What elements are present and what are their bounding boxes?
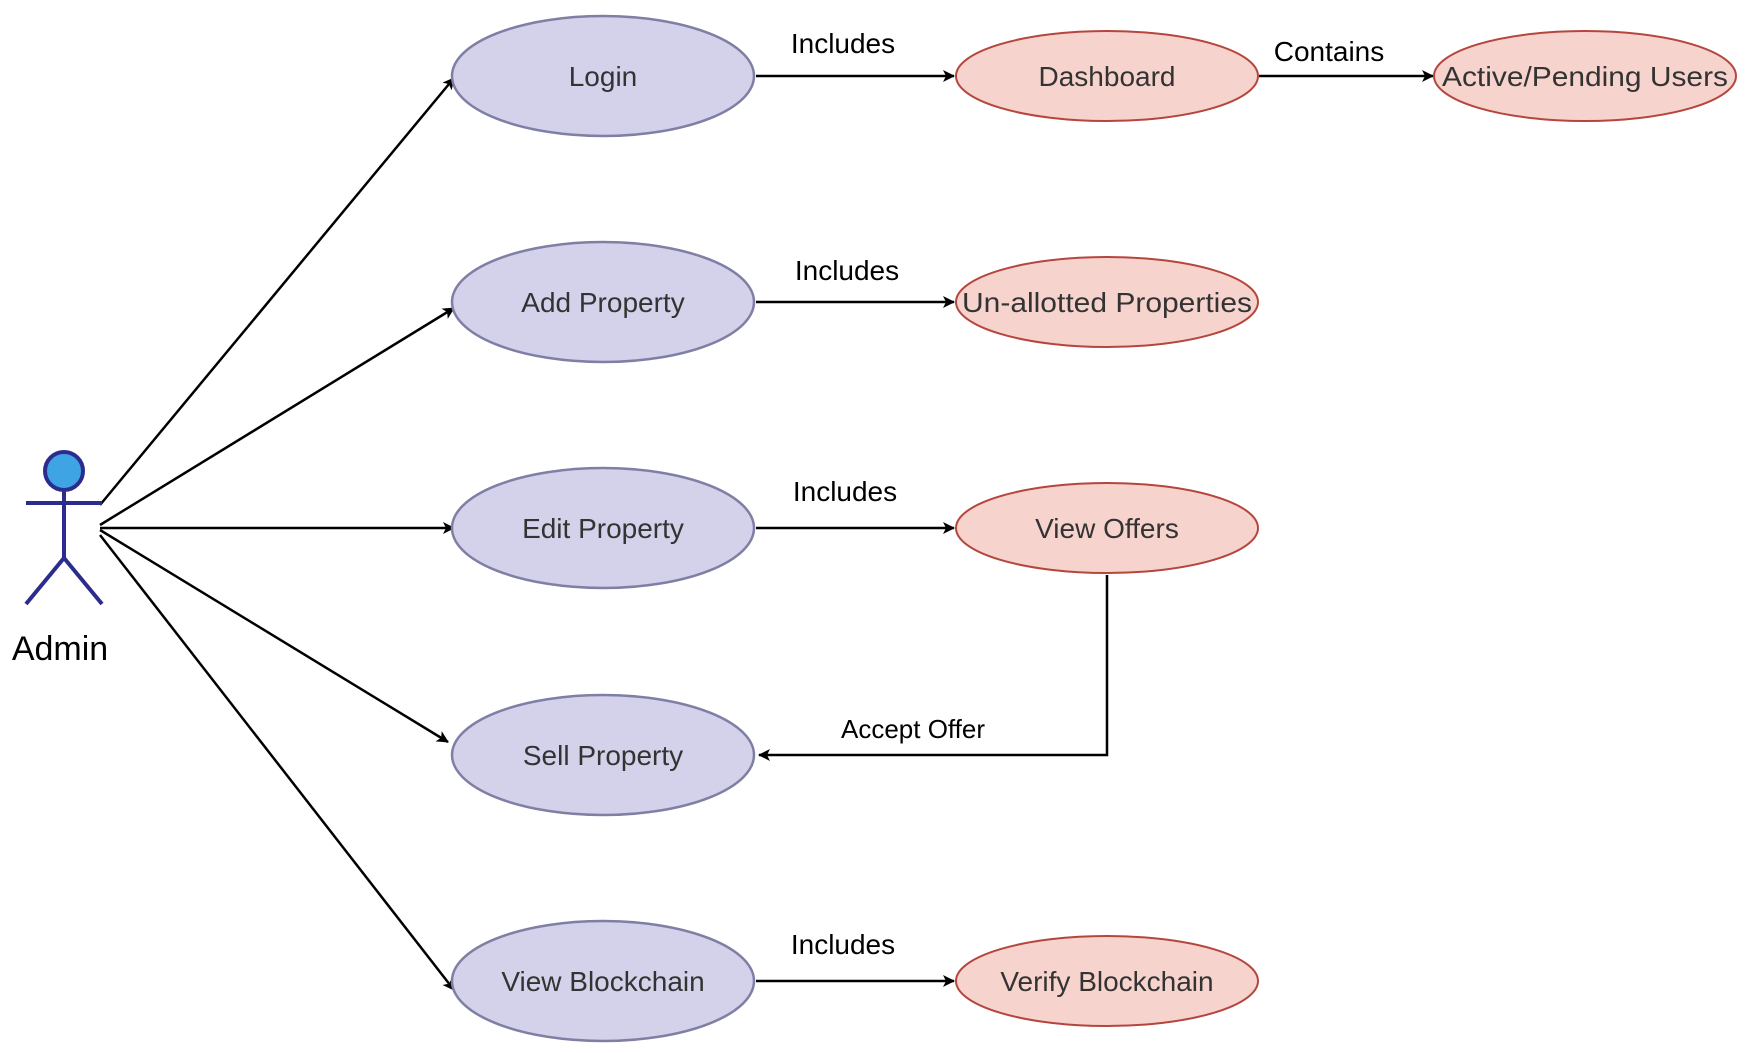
- feature-unallotted-properties[interactable]: Un-allotted Properties: [955, 256, 1259, 348]
- edge-labels: Includes Contains Includes Includes Acce…: [791, 28, 1384, 960]
- use-case-view-blockchain-shape: [450, 919, 756, 1043]
- use-case-edit-property-shape: [450, 466, 756, 590]
- edge-label-dashboard-active-pending: Contains: [1274, 36, 1385, 67]
- edge-label-view-offers-sell-property: Accept Offer: [841, 714, 985, 744]
- feature-active-pending-users[interactable]: Active/Pending Users: [1433, 30, 1737, 122]
- use-cases: Login Add Property Edit Property Sell Pr…: [450, 14, 756, 1043]
- edge-admin-add-property: [99, 306, 455, 527]
- feature-verify-blockchain[interactable]: Verify Blockchain: [955, 935, 1259, 1027]
- edge-label-edit-property-view-offers: Includes: [793, 476, 897, 507]
- use-case-login-label: Login: [569, 61, 638, 92]
- feature-view-offers-shape: [955, 482, 1259, 574]
- use-case-view-blockchain[interactable]: View Blockchain: [450, 919, 756, 1043]
- actor-admin[interactable]: Admin: [12, 450, 108, 668]
- use-case-edit-property-label: Edit Property: [522, 513, 684, 544]
- feature-unallotted-properties-label: Un-allotted Properties: [962, 287, 1252, 318]
- edge-label-view-blockchain-verify: Includes: [791, 929, 895, 960]
- use-case-add-property[interactable]: Add Property: [450, 240, 756, 364]
- stick-figure-actor-icon: [24, 450, 104, 606]
- use-case-sell-property-shape: [450, 693, 756, 817]
- edge-label-login-dashboard: Includes: [791, 28, 895, 59]
- use-case-edit-property[interactable]: Edit Property: [450, 466, 756, 590]
- use-case-add-property-shape: [450, 240, 756, 364]
- use-case-sell-property[interactable]: Sell Property: [450, 693, 756, 817]
- edge-label-add-property-unallotted: Includes: [795, 255, 899, 286]
- actor-label: Admin: [12, 630, 108, 668]
- feature-dashboard-label: Dashboard: [1039, 61, 1176, 92]
- features: Dashboard Active/Pending Users Un-allott…: [955, 30, 1737, 1027]
- feature-view-offers-label: View Offers: [1035, 513, 1179, 544]
- feature-dashboard[interactable]: Dashboard: [955, 30, 1259, 122]
- actor-edges: [99, 77, 455, 991]
- feature-verify-blockchain-label: Verify Blockchain: [1000, 966, 1213, 997]
- use-case-view-blockchain-label: View Blockchain: [501, 966, 704, 997]
- feature-active-pending-users-shape: [1433, 30, 1737, 122]
- use-case-sell-property-label: Sell Property: [523, 740, 683, 771]
- edge-admin-sell-property: [99, 528, 449, 744]
- use-case-login-shape: [450, 14, 756, 138]
- actor-left-leg: [24, 556, 66, 606]
- edge-admin-view-blockchain: [99, 534, 455, 991]
- feature-dashboard-shape: [955, 30, 1259, 122]
- edge-view-offers-sell-property: [758, 575, 1109, 761]
- actor-right-leg: [62, 556, 104, 606]
- feature-verify-blockchain-shape: [955, 935, 1259, 1027]
- feature-view-offers[interactable]: View Offers: [955, 482, 1259, 574]
- feature-active-pending-users-label: Active/Pending Users: [1442, 61, 1728, 92]
- use-case-login[interactable]: Login: [450, 14, 756, 138]
- feature-unallotted-properties-shape: [955, 256, 1259, 348]
- actor-head: [43, 450, 85, 492]
- include-edges: [756, 70, 1434, 987]
- use-case-add-property-label: Add Property: [521, 287, 684, 318]
- edge-admin-login: [99, 77, 455, 506]
